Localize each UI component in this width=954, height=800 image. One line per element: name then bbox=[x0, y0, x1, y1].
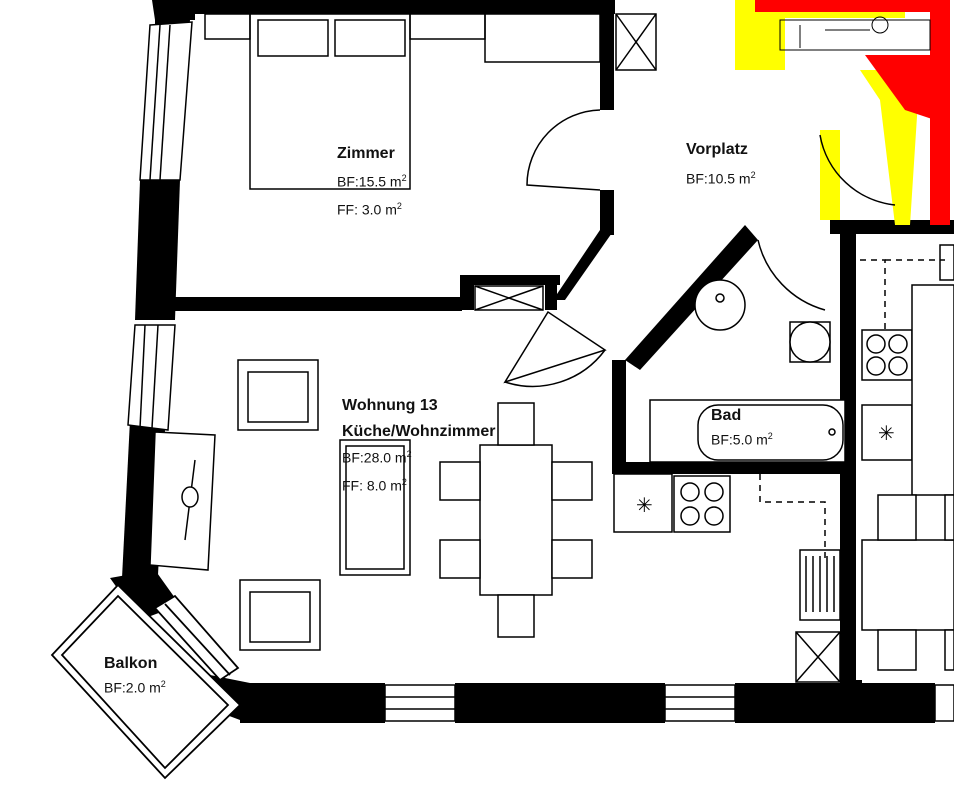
doors bbox=[503, 109, 896, 388]
interior-walls bbox=[172, 0, 954, 720]
room-ff: FF: 8.0 m2 bbox=[342, 476, 407, 494]
unit-label: Wohnung 13 bbox=[342, 397, 438, 414]
room-name: Bad bbox=[711, 407, 742, 424]
room-ff: FF: 3.0 m2 bbox=[337, 200, 402, 218]
room-name: Balkon bbox=[104, 655, 158, 672]
svg-text:✳: ✳ bbox=[636, 493, 653, 517]
room-bf: BF:15.5 m2 bbox=[337, 173, 407, 190]
shafts bbox=[474, 13, 841, 683]
dashed-lines bbox=[759, 259, 945, 560]
living-furniture bbox=[149, 359, 593, 651]
room-name: Zimmer bbox=[337, 145, 395, 162]
room-label-zimmer: Zimmer BF:15.5 m2 FF: 3.0 m2 bbox=[337, 144, 407, 218]
room-bf: BF:2.0 m2 bbox=[104, 679, 166, 696]
bedroom-furniture bbox=[204, 13, 601, 190]
bathroom-fixtures bbox=[649, 279, 846, 463]
room-bf: BF:28.0 m2 bbox=[342, 449, 412, 467]
balcony bbox=[50, 583, 242, 780]
room-bf: BF:10.5 m2 bbox=[686, 170, 756, 187]
kitchen: ✳ ✳ bbox=[613, 244, 954, 671]
marked-walls bbox=[735, 0, 950, 225]
room-bf: BF:5.0 m2 bbox=[711, 431, 773, 448]
room-label-balkon: Balkon BF:2.0 m2 bbox=[104, 654, 166, 697]
room-label-kueche: Wohnung 13 Küche/Wohnzimmer BF:28.0 m2 F… bbox=[342, 396, 496, 494]
room-label-bad: Bad BF:5.0 m2 bbox=[711, 406, 773, 449]
svg-text:✳: ✳ bbox=[878, 421, 895, 445]
room-name: Küche/Wohnzimmer bbox=[342, 423, 496, 441]
room-name: Vorplatz bbox=[686, 141, 748, 158]
windows bbox=[127, 21, 954, 722]
room-label-vorplatz: Vorplatz BF:10.5 m2 bbox=[686, 140, 756, 188]
